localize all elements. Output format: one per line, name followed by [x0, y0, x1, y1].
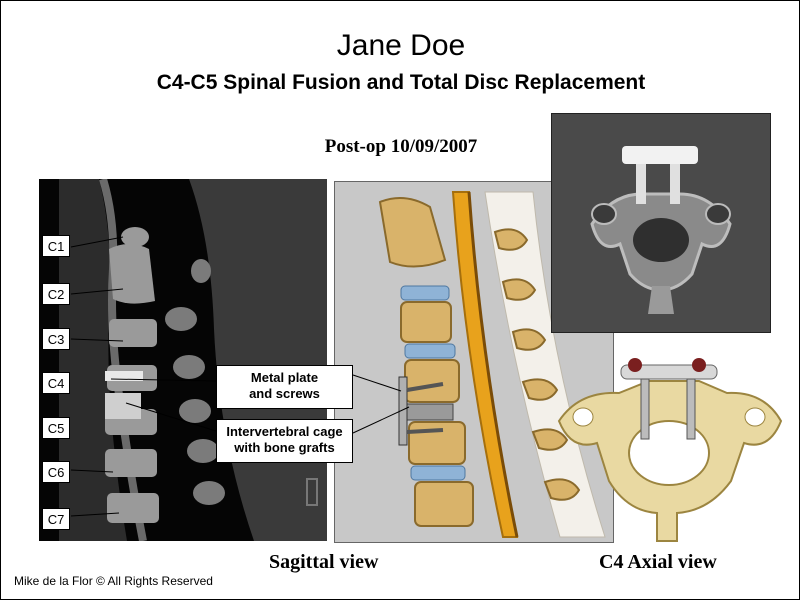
axial-ct-drawing — [552, 114, 770, 332]
copyright-notice: Mike de la Flor © All Rights Reserved — [14, 574, 213, 588]
vertebra-label-c5: C5 — [42, 417, 70, 439]
axial-vertebra-model — [549, 351, 791, 551]
page-subtitle: C4-C5 Spinal Fusion and Total Disc Repla… — [156, 71, 646, 94]
postop-date: Post-op 10/09/2007 — [324, 136, 478, 157]
vertebra-label-c3: C3 — [42, 328, 70, 350]
spine-illustration-drawing — [335, 182, 613, 542]
callout-intervertebral-cage: Intervertebral cage with bone grafts — [216, 419, 353, 463]
vertebra-label-c4: C4 — [42, 372, 70, 394]
sagittal-ct-image — [39, 179, 327, 541]
axial-view-label: C4 Axial view — [599, 551, 717, 573]
callout-metal-plate: Metal plate and screws — [216, 365, 353, 409]
page-title: Jane Doe — [336, 29, 466, 62]
callout-metal-plate-line2: and screws — [249, 386, 320, 401]
callout-cage-line1: Intervertebral cage — [226, 424, 343, 439]
vertebra-label-c7: C7 — [42, 508, 70, 530]
vertebra-label-c6: C6 — [42, 461, 70, 483]
callout-metal-plate-line1: Metal plate — [250, 370, 319, 385]
sagittal-view-label: Sagittal view — [269, 551, 379, 573]
axial-model-drawing — [557, 358, 783, 542]
callout-cage-line2: with bone grafts — [234, 440, 335, 455]
vertebra-label-c1: C1 — [42, 235, 70, 257]
axial-ct-image — [551, 113, 771, 333]
vertebra-label-c2: C2 — [42, 283, 70, 305]
sagittal-ct-drawing — [39, 179, 327, 541]
